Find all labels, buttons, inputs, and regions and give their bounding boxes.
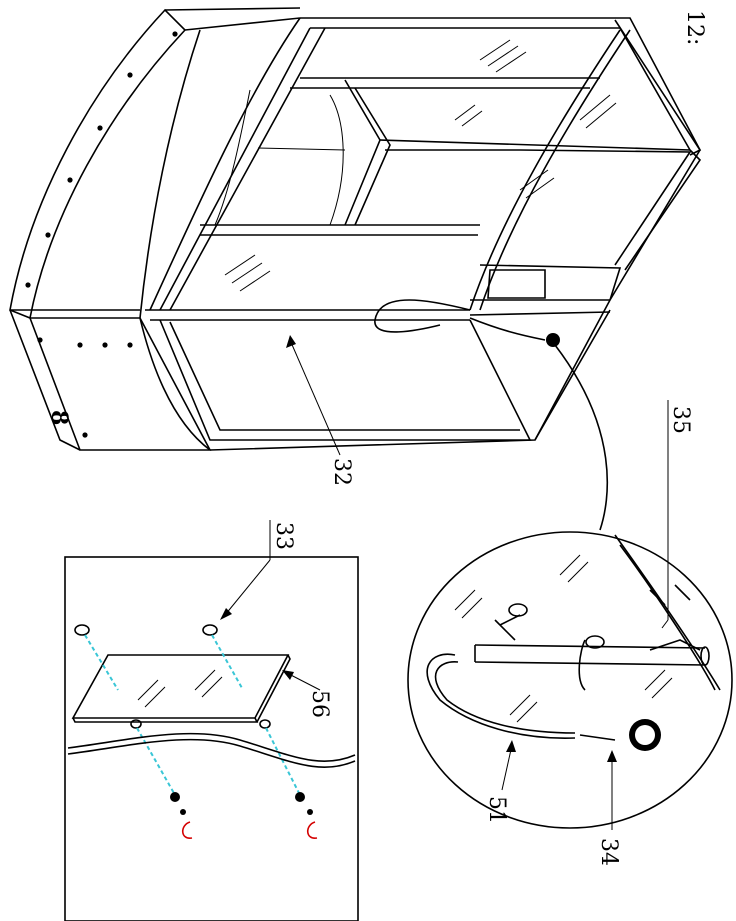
callout-32: 32 [286,335,354,486]
callout-33: 33 [220,520,296,620]
callout-35: 35 [661,400,693,629]
callout-51: 51 [484,740,516,824]
step-number: 8 [46,410,72,425]
shower-cabin [9,7,702,451]
callout-34: 34 [596,750,621,866]
svg-text:56: 56 [307,690,332,718]
svg-text:35: 35 [668,406,693,434]
svg-text:32: 32 [329,458,354,486]
svg-text:33: 33 [271,522,296,550]
detail-circle-shower [407,344,733,829]
step-label: 12: [682,10,707,45]
svg-text:51: 51 [484,796,509,824]
callout-56: 56 [282,670,332,718]
detail-box-shelf [64,556,359,921]
svg-text:34: 34 [596,838,621,866]
